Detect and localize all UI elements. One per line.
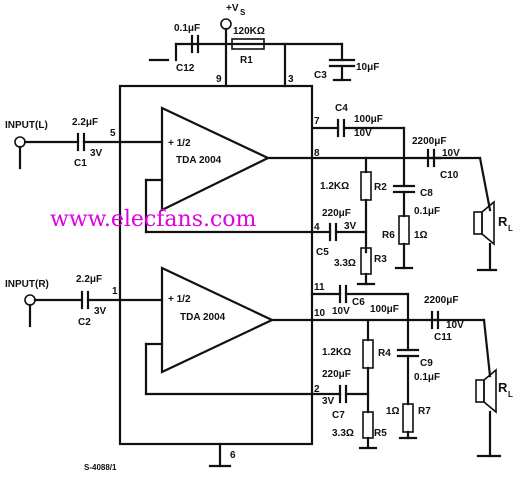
c3-ref: C3 [314,70,327,81]
c1-value: 2.2μF [72,117,98,128]
speaker-left-magnet [473,211,483,235]
c10-ref: C10 [440,170,459,181]
c10-voltage: 10V [442,148,460,159]
r6-ref: R6 [382,230,395,241]
pin-8: 8 [314,148,320,159]
c7-voltage: 3V [322,396,335,407]
r4-body [362,339,374,369]
input-right-jack[interactable] [24,294,36,306]
c6-ref: C6 [352,297,365,308]
r4-ref: R4 [378,348,391,359]
amp-bottom-triangle [160,266,275,374]
figure-ref: S-4088/1 [84,463,117,472]
speaker-right-cone [483,368,497,414]
input-left-label: INPUT(L) [5,120,48,131]
r1-value: 120KΩ [233,26,265,37]
pin-2: 2 [314,384,320,395]
r2-body [360,171,372,201]
r6-body [398,215,410,245]
pin-7: 7 [314,116,320,127]
r2-value: 1.2KΩ [320,181,349,192]
c4-ref: C4 [335,103,348,114]
pin-9: 9 [216,74,222,85]
c12-value: 0.1μF [174,23,200,34]
c12-ref: C12 [176,63,195,74]
c7-value: 220μF [322,369,351,380]
r5-ref: R5 [374,428,387,439]
r5-body [362,411,374,439]
c7-ref: C7 [332,410,345,421]
c5-ref: C5 [316,247,329,258]
c9-value: 0.1μF [414,372,440,383]
c10-value: 2200μF [412,136,446,147]
c4-voltage: 10V [354,128,372,139]
r3-ref: R3 [374,254,387,265]
input-left-jack[interactable] [14,136,26,148]
pin-3: 3 [288,74,294,85]
c2-value: 2.2μF [76,274,102,285]
r7-ref: R7 [418,406,431,417]
speaker-left-sub: L [508,224,513,233]
vs-terminal [220,18,232,30]
c6-value: 100μF [370,304,399,315]
ic-body [118,84,314,446]
r6-value: 1Ω [414,230,428,241]
input-right-label: INPUT(R) [5,279,49,290]
c11-ref: C11 [434,332,452,343]
c2-voltage: 3V [94,306,107,317]
vs-label-sub: S [240,8,246,17]
amp-top-triangle [160,106,271,212]
speaker-right-label: R [498,380,508,395]
amp-top-half: + 1/2 [168,138,191,149]
pin-1: 1 [112,286,118,297]
c11-voltage: 10V [446,320,464,331]
pin-5: 5 [110,128,116,139]
c1-voltage: 3V [90,148,103,159]
r4-value: 1.2KΩ [322,347,351,358]
r1-ref: R1 [240,55,253,66]
c1-ref: C1 [74,158,87,169]
r7-body [402,403,414,433]
c6-voltage: 10V [332,306,350,317]
c11-value: 2200μF [424,295,458,306]
c9-ref: C9 [420,358,433,369]
pin-4: 4 [314,222,320,233]
speaker-left-cone [481,200,495,246]
speaker-right-sub: L [508,390,513,399]
r2-ref: R2 [374,182,387,193]
r3-value: 3.3Ω [334,258,356,269]
c2-ref: C2 [78,317,91,328]
pin-10: 10 [314,308,326,319]
c5-value: 220μF [322,208,351,219]
pin-11: 11 [314,282,325,293]
c8-value: 0.1μF [414,206,440,217]
c8-ref: C8 [420,188,433,199]
amp-bottom-name: TDA 2004 [180,312,226,323]
pin-6: 6 [230,450,236,461]
speaker-left-label: R [498,214,508,229]
watermark-text: www.elecfans.com [50,207,257,232]
speaker-right-magnet [475,379,485,403]
c3-value: 10μF [356,62,379,73]
c4-value: 100μF [354,114,383,125]
r1-body [231,38,265,50]
r7-value: 1Ω [386,406,400,417]
vs-label: +V [226,3,239,14]
amp-top-name: TDA 2004 [176,155,222,166]
amp-bottom-half: + 1/2 [168,294,191,305]
r5-value: 3.3Ω [332,428,354,439]
c5-voltage: 3V [344,221,357,232]
